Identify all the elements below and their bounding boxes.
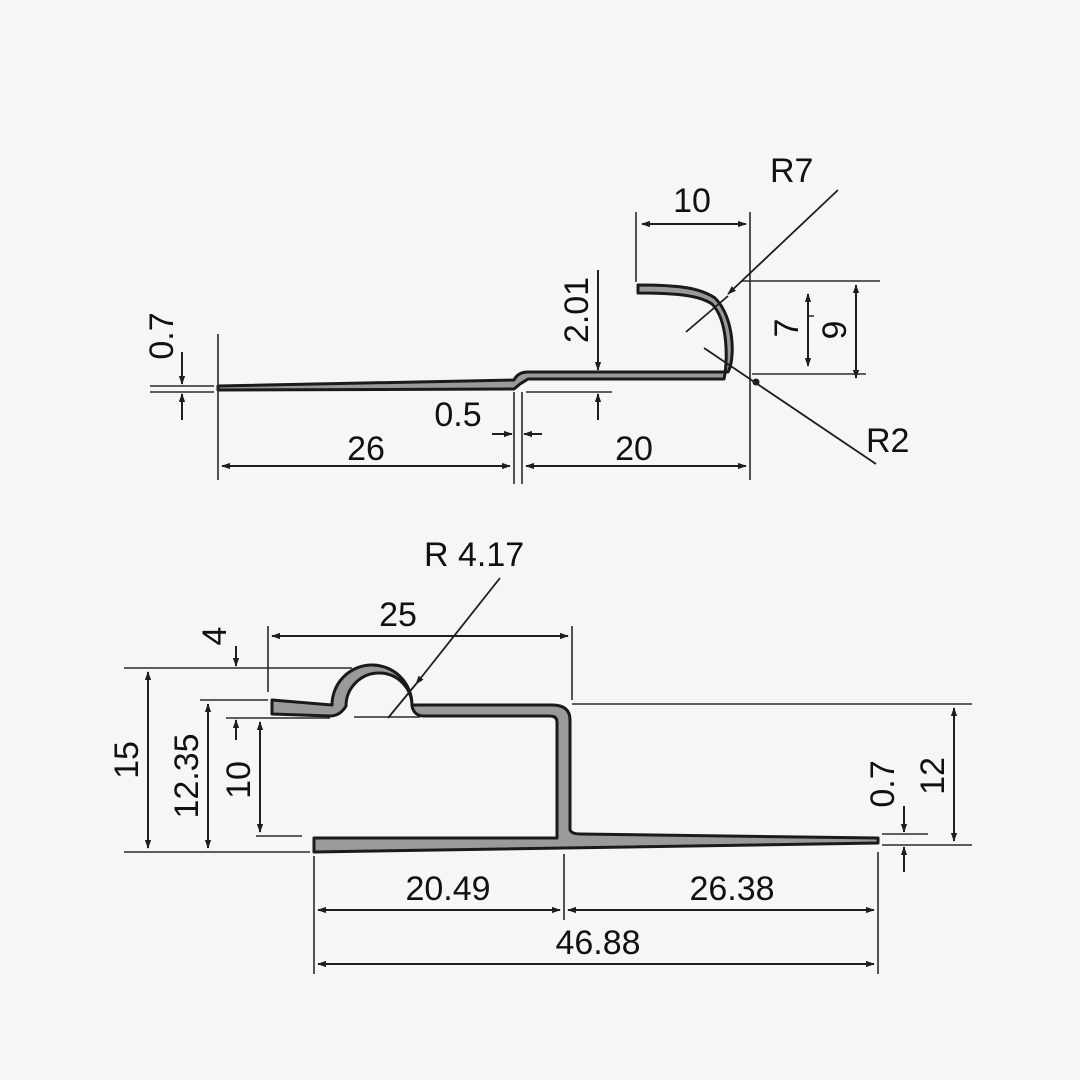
top-leader-r2	[703, 347, 877, 465]
bottom-extension-lines	[124, 626, 972, 974]
bottom-label-12: 12	[914, 757, 952, 795]
bottom-label-25: 25	[379, 596, 417, 634]
top-label-05: 0.5	[434, 396, 481, 434]
top-profile-drawing: 10 R7 0.7 2.01 7 9 0.5 26 20 R2	[143, 152, 909, 484]
top-label-10: 10	[673, 182, 711, 220]
top-label-7: 7	[768, 319, 806, 338]
top-label-201: 2.01	[558, 277, 596, 343]
top-extension-lines	[150, 212, 880, 484]
top-label-9: 9	[816, 321, 854, 340]
bottom-label-1235: 12.35	[168, 733, 206, 818]
bottom-label-07: 0.7	[864, 760, 902, 807]
bottom-label-4: 4	[196, 627, 234, 646]
bottom-label-4688: 46.88	[555, 924, 640, 962]
top-label-r7: R7	[770, 152, 813, 190]
top-r2-center-dot	[752, 378, 760, 386]
top-label-20: 20	[615, 430, 653, 468]
bottom-profile-shape	[270, 663, 880, 854]
bottom-label-2049: 20.49	[405, 870, 490, 908]
bottom-label-15: 15	[108, 741, 146, 779]
bottom-label-r417: R 4.17	[424, 536, 524, 574]
bottom-leader-r417	[415, 577, 501, 685]
top-leader-r7-tail	[685, 295, 729, 333]
bottom-label-2638: 26.38	[689, 870, 774, 908]
bottom-leader-r417-tail	[387, 683, 417, 719]
top-label-07: 0.7	[143, 312, 181, 359]
top-profile-shape	[216, 283, 734, 392]
top-label-26: 26	[347, 430, 385, 468]
bottom-label-10: 10	[220, 761, 258, 799]
top-leader-r7	[727, 189, 839, 295]
top-label-r2: R2	[866, 422, 909, 460]
bottom-profile-drawing: R 4.17 25 4 15 12.35 10 0.7 12 20.49 26.…	[108, 536, 972, 974]
